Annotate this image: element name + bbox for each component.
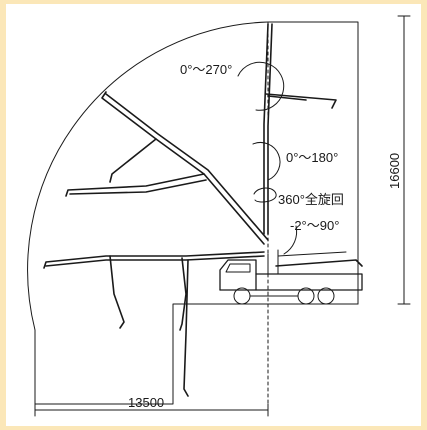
height-dimension-line (397, 15, 411, 305)
reach-envelope (27, 21, 269, 405)
ground-line (34, 303, 359, 405)
diagram-frame: 0°～270° 0°～180° 360°全旋回 -2°～90° 16600 13… (6, 4, 421, 426)
boom-horizontal (43, 251, 265, 397)
height-dimension-label: 16600 (387, 152, 402, 189)
angle-label-base: -2°～90° (290, 218, 340, 233)
boom-folded-upper (65, 91, 269, 245)
boom-vertical (263, 23, 337, 235)
angle-label-mid: 0°～180° (286, 150, 339, 165)
envelope-top-edge (267, 21, 359, 305)
angle-label-top: 0°～270° (180, 62, 233, 77)
width-dimension-label: 13500 (128, 395, 165, 410)
pump-truck (219, 249, 363, 305)
rotation-arc-top (237, 61, 285, 111)
base-angle-arc (283, 225, 298, 255)
boom-reach-diagram (27, 15, 411, 417)
rotation-label: 360°全旋回 (278, 192, 344, 207)
rotation-arc-mid (252, 142, 281, 181)
slew-arc (253, 187, 277, 203)
